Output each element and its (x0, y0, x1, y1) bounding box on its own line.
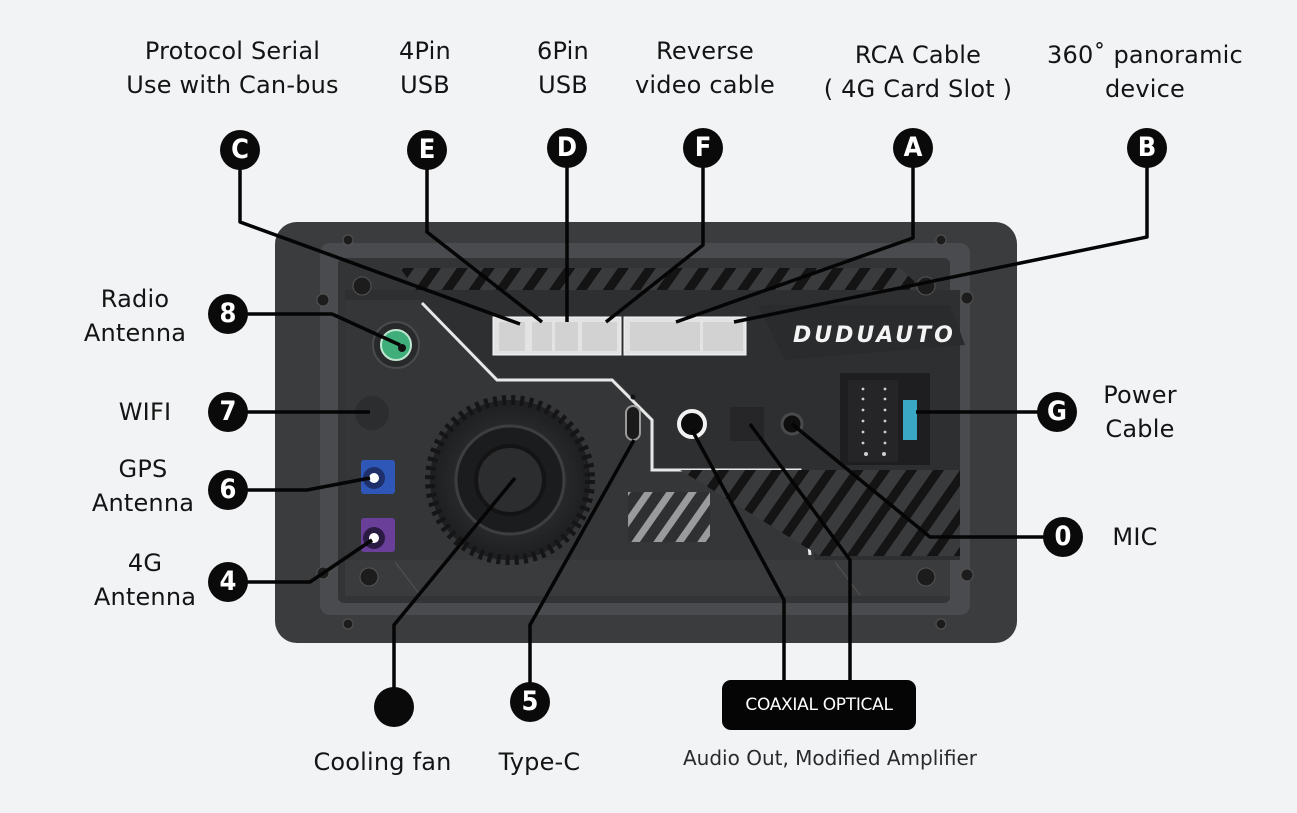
label-360-panoramic: 360˚ panoramic device (1047, 41, 1243, 103)
cooling-fan (425, 395, 595, 565)
label-wifi: WIFI (118, 398, 172, 426)
top-vent (400, 268, 930, 296)
label-gps-antenna: GPS Antenna (91, 455, 195, 517)
coaxial-port (677, 409, 707, 439)
label-mic: MIC (1112, 523, 1158, 551)
badge-d: D (547, 128, 587, 168)
gps-antenna-port (361, 460, 395, 494)
type-c-port (625, 405, 641, 441)
label-power-cable: Power Cable (1103, 381, 1177, 443)
power-connector (840, 373, 930, 465)
badge-0: 0 (1043, 517, 1083, 557)
label-6pin-usb: 6Pin USB (537, 37, 589, 99)
label-4pin-usb: 4Pin USB (399, 37, 451, 99)
badge-6: 6 (208, 470, 248, 510)
badge-7: 7 (208, 392, 248, 432)
label-4g-antenna: 4G Antenna (93, 549, 197, 611)
audio-out-badge: COAXIAL OPTICAL (722, 680, 916, 730)
label-cooling-fan: Cooling fan (313, 748, 452, 776)
label-reverse-video: Reverse video cable (635, 37, 775, 99)
badge-4: 4 (208, 562, 248, 602)
audio-out-caption: Audio Out, Modified Amplifier (683, 746, 977, 770)
label-type-c: Type-C (498, 748, 581, 776)
label-rca-cable: RCA Cable ( 4G Card Slot ) (823, 41, 1013, 103)
label-radio-antenna: Radio Antenna (83, 285, 187, 347)
screw-icon (316, 234, 974, 630)
brand-logo: DUDUAUTO (793, 323, 956, 348)
badge-8: 8 (208, 294, 248, 334)
badge-5: 5 (510, 682, 550, 722)
label-protocol-serial: Protocol Serial Use with Can-bus (126, 37, 339, 99)
badge-cooling-fan (374, 687, 414, 727)
badge-g: G (1037, 392, 1077, 432)
lte-antenna-port (361, 518, 395, 552)
wifi-port (355, 396, 389, 430)
badge-e: E (407, 130, 447, 170)
white-connector-block (492, 316, 747, 356)
badge-a: A (893, 128, 933, 168)
badge-c: C (220, 130, 260, 170)
badge-b: B (1127, 128, 1167, 168)
badge-f: F (683, 128, 723, 168)
leader-lines (228, 150, 1149, 707)
